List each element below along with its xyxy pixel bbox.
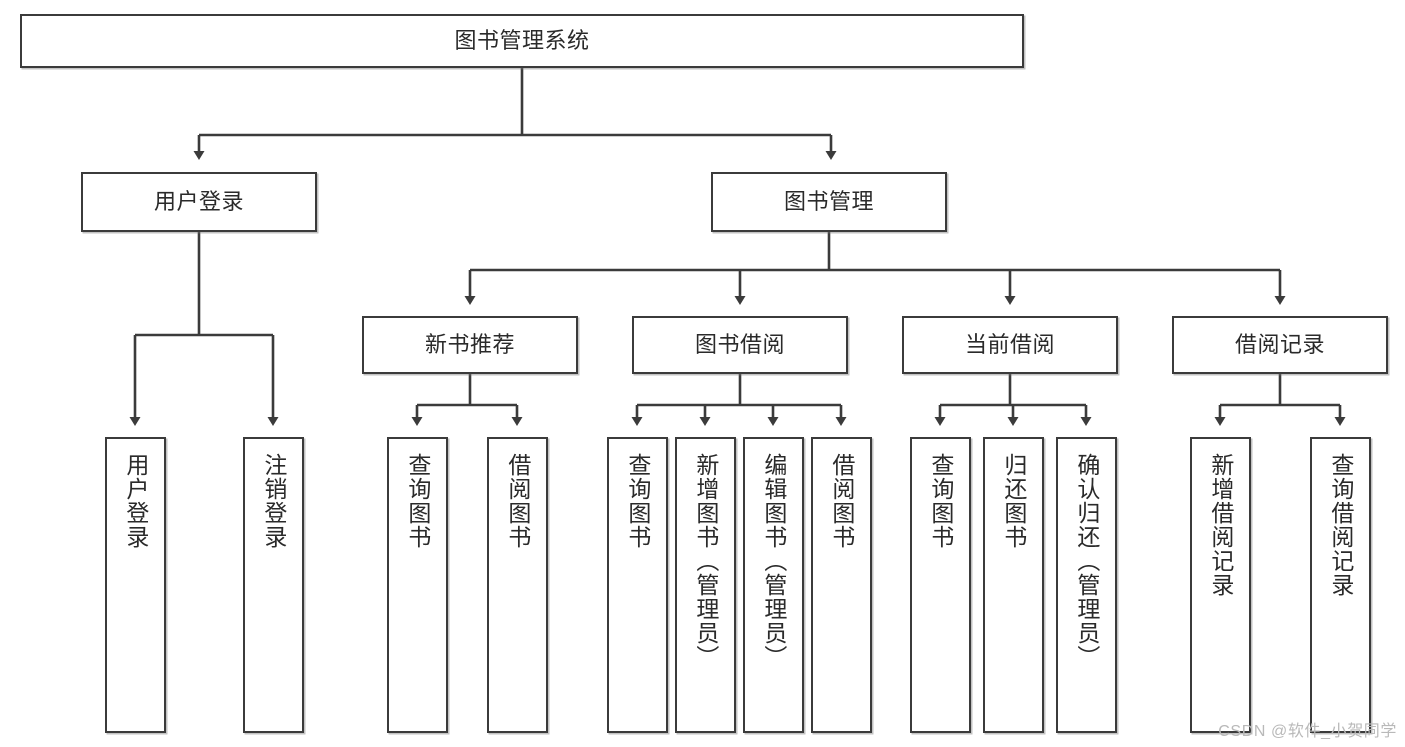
node-leaf-borrow-book-bb-label: 借阅图书 <box>828 453 855 549</box>
node-leaf-edit-book-label: 编辑图书（管理员） <box>760 453 787 669</box>
node-leaf-add-record[interactable]: 新增借阅记录 <box>1190 437 1251 733</box>
node-leaf-logout[interactable]: 注销登录 <box>243 437 304 733</box>
node-leaf-add-book-label: 新增图书（管理员） <box>692 453 719 669</box>
node-leaf-return-book-label: 归还图书 <box>1000 453 1027 549</box>
node-leaf-query-record-label: 查询借阅记录 <box>1327 453 1354 597</box>
node-root[interactable]: 图书管理系统 <box>20 14 1024 68</box>
node-leaf-query-book-cb[interactable]: 查询图书 <box>910 437 971 733</box>
node-leaf-add-book[interactable]: 新增图书（管理员） <box>675 437 736 733</box>
node-leaf-query-book-bb[interactable]: 查询图书 <box>607 437 668 733</box>
node-leaf-return-book[interactable]: 归还图书 <box>983 437 1044 733</box>
node-book-manage-label: 图书管理 <box>783 189 874 215</box>
node-user-login[interactable]: 用户登录 <box>81 172 317 232</box>
node-leaf-edit-book[interactable]: 编辑图书（管理员） <box>743 437 804 733</box>
node-current-borrow-label: 当前借阅 <box>964 332 1055 358</box>
node-leaf-user-login[interactable]: 用户登录 <box>105 437 166 733</box>
node-leaf-user-login-label: 用户登录 <box>122 453 149 549</box>
node-user-login-label: 用户登录 <box>153 189 244 215</box>
node-leaf-confirm-return-label: 确认归还（管理员） <box>1073 453 1100 669</box>
node-book-borrow[interactable]: 图书借阅 <box>632 316 848 374</box>
node-leaf-query-book-rec[interactable]: 查询图书 <box>387 437 448 733</box>
node-current-borrow[interactable]: 当前借阅 <box>902 316 1118 374</box>
node-book-manage[interactable]: 图书管理 <box>711 172 947 232</box>
node-leaf-confirm-return[interactable]: 确认归还（管理员） <box>1056 437 1117 733</box>
node-leaf-query-book-cb-label: 查询图书 <box>927 453 954 549</box>
node-leaf-add-record-label: 新增借阅记录 <box>1207 453 1234 597</box>
node-leaf-query-book-rec-label: 查询图书 <box>404 453 431 549</box>
node-leaf-borrow-book-bb[interactable]: 借阅图书 <box>811 437 872 733</box>
node-leaf-borrow-book-rec[interactable]: 借阅图书 <box>487 437 548 733</box>
node-borrow-record-label: 借阅记录 <box>1234 332 1325 358</box>
node-leaf-logout-label: 注销登录 <box>260 453 287 549</box>
node-borrow-record[interactable]: 借阅记录 <box>1172 316 1388 374</box>
watermark: CSDN @软件_小贺同学 <box>1218 723 1397 740</box>
node-leaf-borrow-book-rec-label: 借阅图书 <box>504 453 531 549</box>
node-root-label: 图书管理系统 <box>454 28 590 54</box>
node-leaf-query-record[interactable]: 查询借阅记录 <box>1310 437 1371 733</box>
node-new-book-rec-label: 新书推荐 <box>424 332 515 358</box>
node-book-borrow-label: 图书借阅 <box>694 332 785 358</box>
node-leaf-query-book-bb-label: 查询图书 <box>624 453 651 549</box>
node-new-book-rec[interactable]: 新书推荐 <box>362 316 578 374</box>
